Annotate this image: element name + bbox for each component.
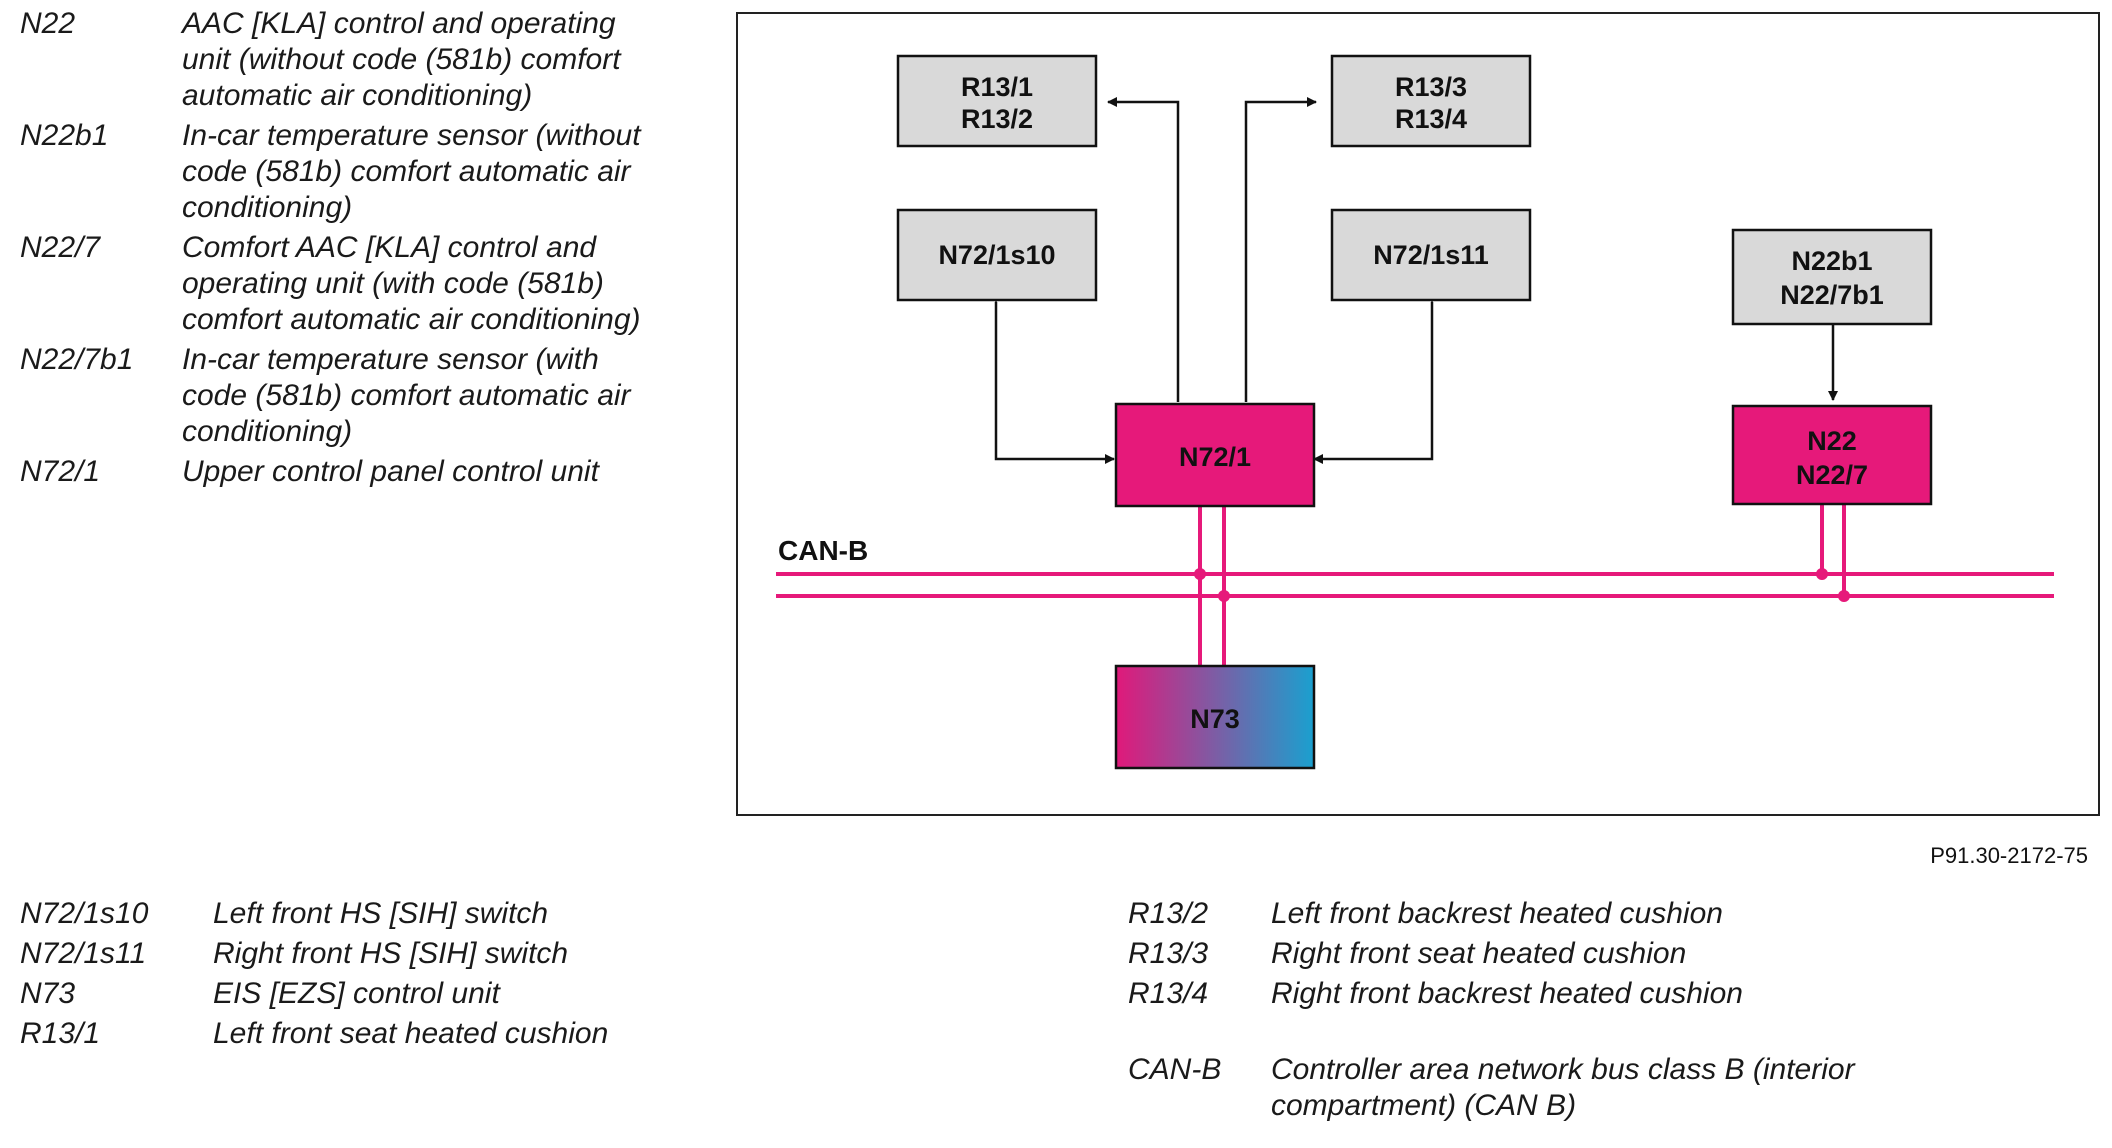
legend-row: N73 EIS [EZS] control unit (20, 976, 720, 1012)
connectors (991, 97, 1838, 464)
legend-code: N72/1s10 (20, 897, 149, 930)
box-label: N22/7 (1796, 460, 1868, 490)
legend-code: N22/7 (20, 231, 101, 264)
legend-top: N22 AAC [KLA] control and operating unit … (20, 6, 660, 494)
box-n73: N73 (1114, 664, 1316, 770)
junction-dot (1816, 568, 1828, 580)
legend-desc: Right front seat heated cushion (1271, 937, 1687, 970)
legend-desc: In-car temperature sensor (with code (58… (182, 343, 631, 448)
legend-row: CAN-B Controller area network bus class B… (1128, 1052, 1928, 1124)
legend-row: N22b1 In-car temperature sensor (without … (20, 118, 660, 226)
junction-dot (1838, 590, 1850, 602)
box-label: N72/1 (1179, 442, 1251, 472)
box-label: R13/4 (1395, 104, 1467, 134)
legend-row: N72/1s11 Right front HS [SIH] switch (20, 936, 720, 972)
legend-desc: Comfort AAC [KLA] control and operating … (182, 231, 641, 336)
box-n72-1s11: N72/1s11 (1330, 208, 1532, 302)
junction-dot (1218, 590, 1230, 602)
box-n22b1: N22b1 N22/7b1 (1731, 228, 1933, 326)
box-label: N72/1s10 (938, 240, 1055, 270)
box-label: N73 (1190, 704, 1240, 734)
legend-desc: Upper control panel control unit (182, 455, 599, 488)
legend-desc: In-car temperature sensor (without code … (182, 119, 641, 224)
box-label: R13/3 (1395, 72, 1467, 102)
bus-junctions (1194, 568, 1850, 602)
connector-s11-to-n72-1 (1313, 293, 1437, 464)
box-label: N22 (1807, 426, 1857, 456)
legend-code: N22/7b1 (20, 343, 134, 376)
legend-row: R13/2 Left front backrest heated cushion (1128, 896, 1928, 932)
box-label: N22b1 (1791, 246, 1872, 276)
legend-desc: AAC [KLA] control and operating unit (wi… (182, 7, 621, 112)
figure-reference: P91.30-2172-75 (1930, 843, 2088, 868)
legend-code: N22 (20, 7, 76, 40)
box-label: N72/1s11 (1373, 240, 1489, 270)
legend-desc: Right front HS [SIH] switch (213, 937, 569, 970)
legend-code: CAN-B (1128, 1053, 1222, 1086)
legend-desc: Right front backrest heated cushion (1271, 977, 1743, 1010)
box-label: N22/7b1 (1780, 280, 1884, 310)
legend-row: N72/1 Upper control panel control unit (20, 454, 660, 490)
connector-n72-1-to-r13-12 (1107, 97, 1180, 402)
legend-code: N72/1s11 (20, 937, 147, 970)
connector-s10-to-n72-1 (991, 293, 1115, 464)
legend-code: N72/1 (20, 455, 101, 488)
connector-n72-1-to-r13-34 (1244, 97, 1317, 402)
legend-row: R13/1 Left front seat heated cushion (20, 1016, 720, 1052)
legend-code: R13/4 (1128, 977, 1209, 1010)
legend-desc: EIS [EZS] control unit (213, 977, 500, 1010)
legend-code: R13/1 (20, 1017, 101, 1050)
legend-code: N73 (20, 977, 76, 1010)
legend-code: R13/3 (1128, 937, 1209, 970)
box-r13-12: R13/1 R13/2 (896, 54, 1098, 148)
box-label: R13/2 (961, 104, 1033, 134)
legend-row: N22/7 Comfort AAC [KLA] control and opera… (20, 230, 660, 338)
can-b-label: CAN-B (778, 535, 868, 566)
box-label: R13/1 (961, 72, 1033, 102)
box-n72-1: N72/1 (1114, 402, 1316, 508)
legend-bottom-left: N72/1s10 Left front HS [SIH] switch N72/1… (20, 896, 720, 1056)
box-n22: N22 N22/7 (1731, 404, 1933, 506)
legend-code: R13/2 (1128, 897, 1209, 930)
legend-desc: Left front HS [SIH] switch (213, 897, 549, 930)
legend-row: R13/3 Right front seat heated cushion (1128, 936, 1928, 972)
legend-desc: Left front backrest heated cushion (1271, 897, 1723, 930)
legend-row: N22 AAC [KLA] control and operating unit … (20, 6, 660, 114)
legend-code: N22b1 (20, 119, 109, 152)
box-n72-1s10: N72/1s10 (896, 208, 1098, 302)
legend-desc: Left front seat heated cushion (213, 1017, 609, 1050)
box-r13-34: R13/3 R13/4 (1330, 54, 1532, 148)
legend-row: N22/7b1 In-car temperature sensor (with c… (20, 342, 660, 450)
legend-row: N72/1s10 Left front HS [SIH] switch (20, 896, 720, 932)
legend-row: R13/4 Right front backrest heated cushion (1128, 976, 1928, 1012)
wiring-block-diagram: CAN-B R13/1 R13/2 R13/3 R13/4 N72/1s10 N… (736, 12, 2100, 816)
legend-desc: Controller area network bus class B (int… (1271, 1053, 1855, 1122)
junction-dot (1194, 568, 1206, 580)
